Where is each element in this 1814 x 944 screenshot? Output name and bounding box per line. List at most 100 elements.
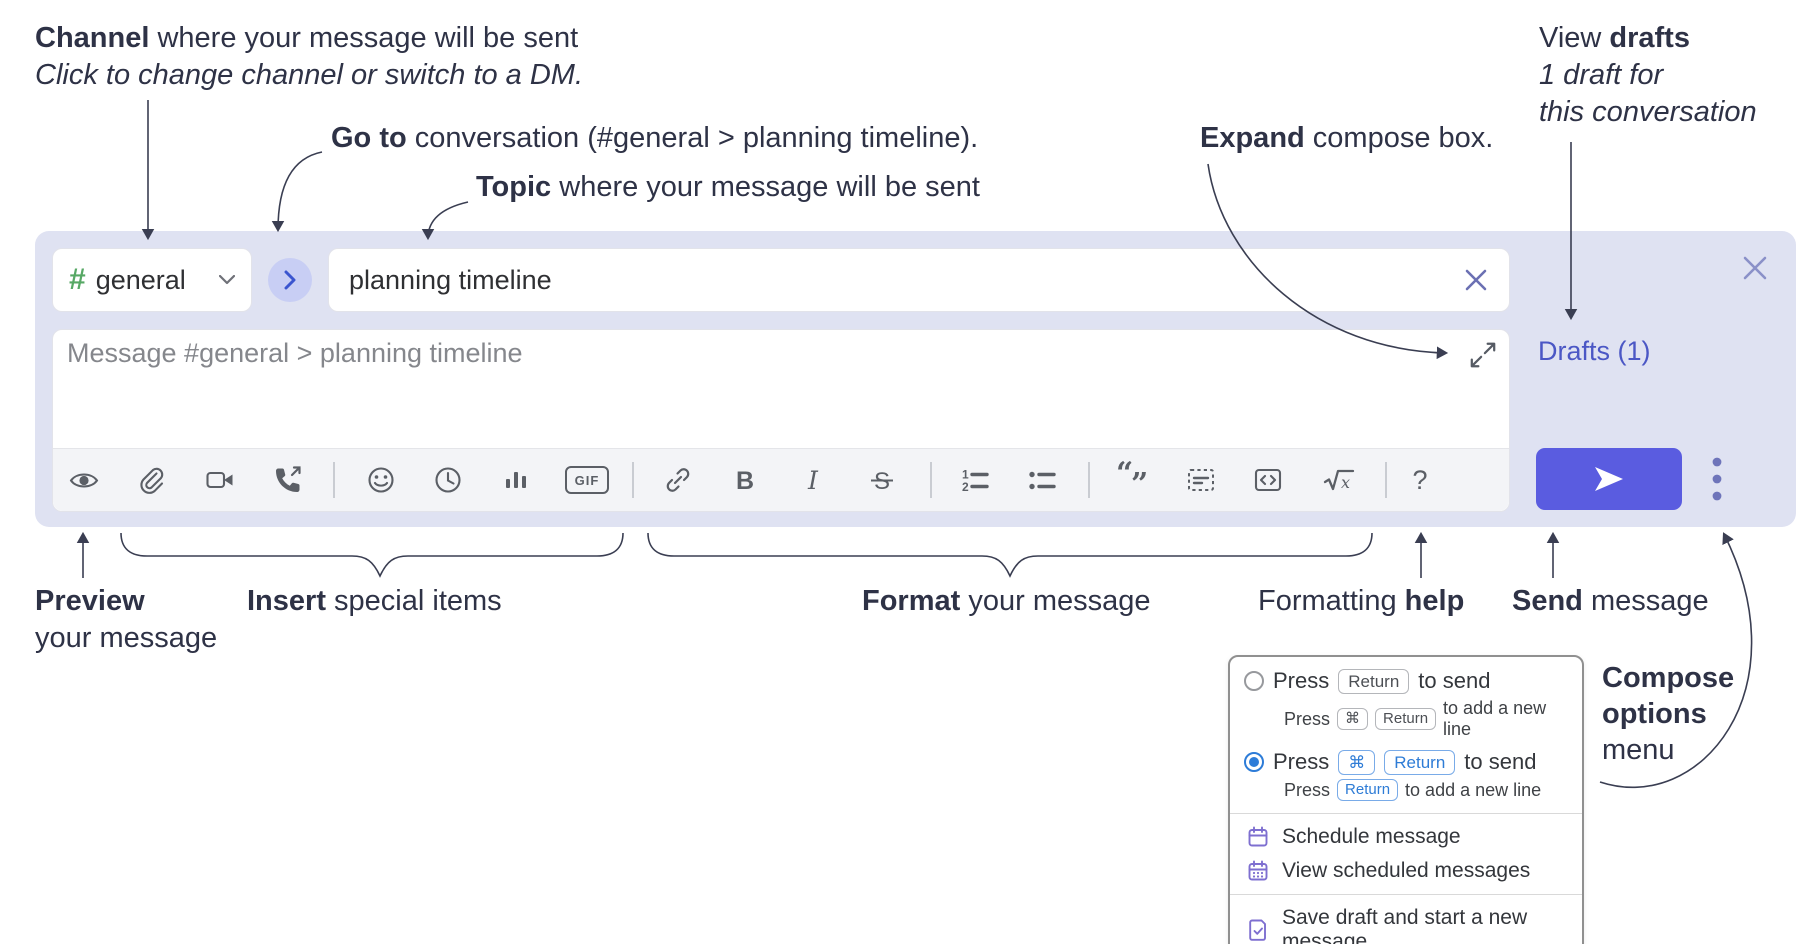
annotation-channel-italic: Click to change channel or switch to a D… — [35, 59, 584, 91]
annotation-topic-rest: where your message will be sent — [551, 171, 980, 203]
attach-file-icon[interactable] — [136, 464, 166, 496]
channel-hash-icon: # — [69, 263, 86, 296]
arrow-goto — [271, 151, 323, 233]
quote-icon[interactable]: “” — [1116, 456, 1148, 502]
topic-input[interactable] — [329, 264, 1463, 296]
send-button[interactable] — [1536, 448, 1682, 510]
annotation-help-bold: help — [1404, 585, 1465, 617]
calendar-icon — [1246, 825, 1270, 849]
schedule-message-item[interactable]: Schedule message — [1230, 820, 1582, 854]
strikethrough-icon[interactable]: S — [867, 464, 897, 496]
annotation-expand-rest: compose box. — [1304, 122, 1494, 154]
popup-divider — [1230, 813, 1582, 814]
svg-text:I: I — [807, 466, 819, 495]
annotation-help-normal: Formatting — [1258, 585, 1405, 617]
save-draft-label: Save draft and start a new message — [1282, 906, 1528, 944]
annotation-formatting-help: Formatting help — [1258, 583, 1464, 620]
radio-selected-icon[interactable] — [1244, 752, 1264, 772]
chevron-right-icon — [284, 270, 296, 290]
annotation-channel: Channel where your message will be sent … — [35, 20, 583, 94]
annotation-view-drafts-bold: drafts — [1609, 22, 1690, 54]
toolbar-divider — [333, 462, 335, 498]
view-scheduled-messages-item[interactable]: View scheduled messages — [1230, 854, 1582, 888]
annotation-send: Send message — [1512, 583, 1709, 620]
annotation-expand: Expand compose box. — [1200, 120, 1493, 157]
video-call-icon[interactable] — [205, 464, 235, 496]
annotation-insert-bold: Insert — [247, 585, 326, 617]
svg-text:B: B — [736, 467, 754, 495]
emoji-icon[interactable] — [366, 464, 396, 496]
preview-icon[interactable] — [69, 464, 99, 496]
svg-text:?: ? — [1412, 465, 1427, 495]
annotation-insert: Insert special items — [247, 583, 502, 620]
chevron-down-icon — [219, 275, 235, 285]
channel-name: general — [95, 264, 186, 295]
annotation-send-rest: message — [1582, 585, 1709, 617]
toolbar-divider — [1088, 462, 1090, 498]
message-input[interactable] — [65, 336, 1449, 440]
option1-subtext: Press ⌘ Return to add a new line — [1230, 697, 1582, 746]
annotation-channel-bold: Channel — [35, 22, 150, 54]
svg-text:”: ” — [1131, 467, 1148, 502]
toolbar-divider — [930, 462, 932, 498]
option2-key-return: Return — [1384, 749, 1456, 775]
annotation-topic: Topic where your message will be sent — [476, 169, 980, 206]
annotation-view-drafts-line3: this conversation — [1539, 96, 1757, 128]
annotation-compose-options: Compose options menu — [1602, 660, 1734, 768]
time-icon[interactable] — [433, 464, 463, 496]
send-icon — [1595, 467, 1623, 491]
option2-rest: to send — [1464, 749, 1537, 774]
toolbar-divider — [632, 462, 634, 498]
brace-format — [647, 532, 1373, 578]
math-icon[interactable]: x — [1322, 464, 1358, 496]
option2-sub-rest: to add a new line — [1405, 779, 1542, 800]
option1-sub-key-return: Return — [1375, 708, 1437, 730]
annotation-insert-rest: special items — [325, 585, 502, 617]
drafts-link[interactable]: Drafts (1) — [1538, 336, 1651, 366]
annotation-view-drafts-line2: 1 draft for — [1539, 59, 1664, 91]
annotation-preview-bold: Preview — [35, 585, 145, 617]
svg-text:x: x — [1341, 473, 1350, 492]
option1-sub-press: Press — [1284, 708, 1331, 729]
option1-key-return: Return — [1338, 668, 1410, 694]
italic-icon[interactable]: I — [798, 464, 828, 496]
link-icon[interactable] — [663, 464, 693, 496]
document-check-icon — [1246, 918, 1270, 942]
svg-text:2: 2 — [962, 480, 969, 494]
press-cmd-return-to-send-option[interactable]: Press ⌘ Return to send — [1230, 746, 1582, 778]
popup-divider — [1230, 894, 1582, 895]
option2-press: Press — [1273, 749, 1330, 774]
annotation-topic-bold: Topic — [476, 171, 552, 203]
option2-sub-key-return: Return — [1337, 779, 1399, 801]
annotation-goto-bold: Go to — [331, 122, 407, 154]
help-icon[interactable]: ? — [1405, 464, 1435, 496]
compose-options-menu-button[interactable] — [1698, 450, 1736, 508]
option2-key-cmd: ⌘ — [1338, 749, 1376, 775]
view-scheduled-messages-label: View scheduled messages — [1282, 859, 1531, 882]
gif-icon[interactable]: GIF — [565, 464, 609, 496]
save-draft-item[interactable]: Save draft and start a new message — [1230, 901, 1582, 944]
bold-icon[interactable]: B — [730, 464, 760, 496]
clear-topic-icon[interactable] — [1463, 267, 1489, 293]
annotation-view-drafts-normal: View — [1539, 22, 1610, 54]
code-icon[interactable] — [1253, 464, 1283, 496]
channel-selector[interactable]: # general — [52, 248, 252, 312]
option2-subtext: Press Return to add a new line — [1230, 778, 1582, 807]
schedule-message-label: Schedule message — [1282, 825, 1461, 848]
close-compose-icon[interactable] — [1740, 253, 1770, 288]
go-to-conversation-button[interactable] — [268, 258, 312, 302]
press-return-to-send-option[interactable]: Press Return to send — [1230, 665, 1582, 697]
compose-options-popup: Press Return to send Press ⌘ Return to a… — [1228, 655, 1584, 944]
vertical-ellipsis-icon — [1712, 457, 1722, 501]
voice-call-icon[interactable] — [273, 464, 303, 496]
option2-sub-press: Press — [1284, 779, 1331, 800]
toolbar-divider — [1385, 462, 1387, 498]
annotation-format-rest: your message — [960, 585, 1151, 617]
poll-icon[interactable] — [501, 464, 531, 496]
expand-compose-icon[interactable] — [1469, 341, 1497, 374]
topic-input-wrap — [328, 248, 1510, 312]
radio-unselected-icon[interactable] — [1244, 671, 1264, 691]
bulleted-list-icon[interactable] — [1027, 464, 1057, 496]
spoiler-icon[interactable] — [1186, 464, 1216, 496]
